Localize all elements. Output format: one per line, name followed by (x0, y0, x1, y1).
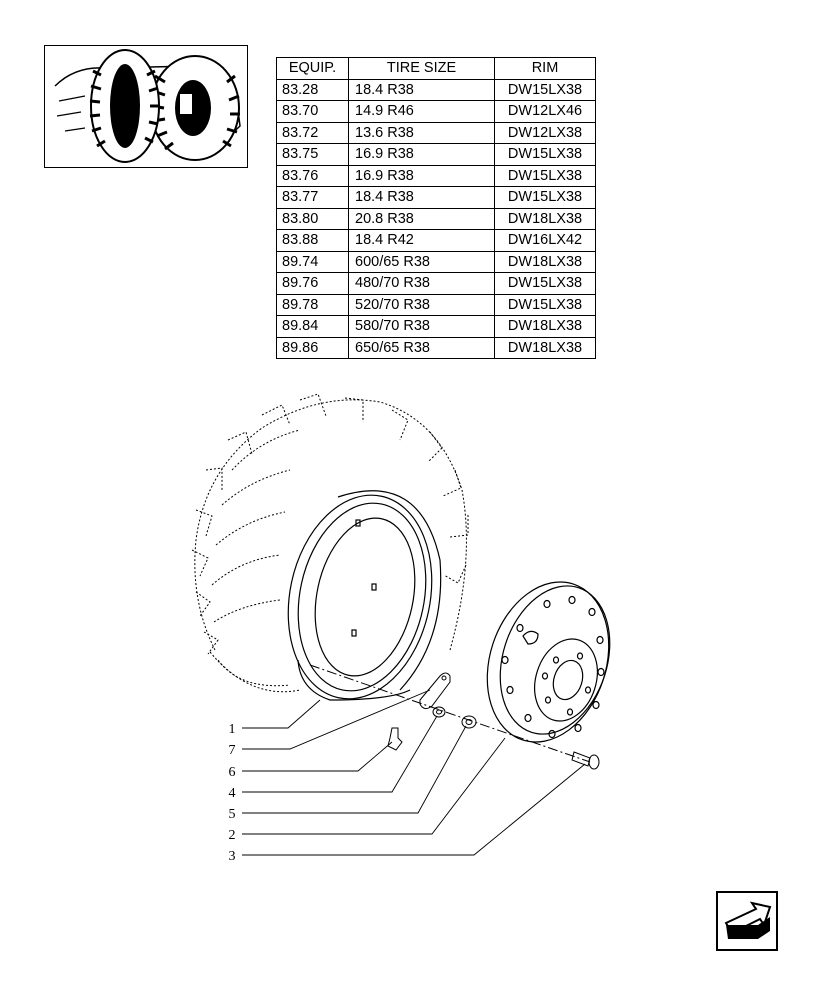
cell-rim: DW18LX38 (494, 336, 596, 359)
next-page-button[interactable] (716, 891, 778, 951)
cell-equip: 83.75 (276, 143, 349, 166)
cell-rim: DW15LX38 (494, 78, 596, 101)
header-equip: EQUIP. (276, 57, 349, 80)
cell-rim: DW18LX38 (494, 315, 596, 338)
cell-equip: 89.76 (276, 272, 349, 295)
callout-3: 3 (229, 849, 236, 864)
cell-tire: 18.4 R42 (348, 229, 495, 252)
assembly-axis (309, 664, 591, 763)
tire-outline (191, 393, 469, 693)
cell-equip: 83.80 (276, 207, 349, 230)
cell-equip: 89.84 (276, 315, 349, 338)
cell-tire: 520/70 R38 (348, 293, 495, 316)
cell-tire: 650/65 R38 (348, 336, 495, 359)
cell-rim: DW15LX38 (494, 293, 596, 316)
cell-equip: 89.78 (276, 293, 349, 316)
bolt-holes (501, 595, 605, 739)
cell-equip: 83.28 (276, 78, 349, 101)
callout-4: 4 (229, 786, 236, 801)
cell-equip: 89.86 (276, 336, 349, 359)
rim (287, 490, 442, 701)
cell-tire: 480/70 R38 (348, 272, 495, 295)
cell-equip: 83.88 (276, 229, 349, 252)
cell-rim: DW18LX38 (494, 250, 596, 273)
callout-1: 1 (229, 722, 236, 737)
table-header-row: EQUIP. TIRE SIZE RIM (276, 57, 596, 80)
cell-rim: DW15LX38 (494, 164, 596, 187)
cell-equip: 89.74 (276, 250, 349, 273)
cell-equip: 83.77 (276, 186, 349, 209)
callout-2: 2 (229, 828, 236, 843)
cell-tire: 600/65 R38 (348, 250, 495, 273)
cell-tire: 580/70 R38 (348, 315, 495, 338)
tractor-rear-wheel-icon (54, 49, 241, 163)
wheel-thumbnail (44, 45, 248, 168)
cell-rim: DW15LX38 (494, 143, 596, 166)
cell-equip: 83.72 (276, 121, 349, 144)
header-rim: RIM (494, 57, 596, 80)
clamp-bracket (419, 672, 451, 710)
valve (387, 727, 403, 751)
cell-tire: 16.9 R38 (348, 164, 495, 187)
cell-rim: DW16LX42 (494, 229, 596, 252)
wheel-exploded-diagram: 1 7 6 4 5 2 3 (191, 393, 611, 864)
callout-5: 5 (229, 807, 236, 822)
cell-tire: 20.8 R38 (348, 207, 495, 230)
cell-rim: DW18LX38 (494, 207, 596, 230)
washer (461, 715, 477, 729)
cell-rim: DW12LX38 (494, 121, 596, 144)
callout-numbers: 1 7 6 4 5 2 3 (229, 722, 236, 864)
header-tire-size: TIRE SIZE (348, 57, 495, 80)
next-page-arrow-icon (724, 901, 772, 939)
wheel-disc (486, 581, 611, 743)
cell-tire: 18.4 R38 (348, 78, 495, 101)
cell-equip: 83.76 (276, 164, 349, 187)
cell-tire: 18.4 R38 (348, 186, 495, 209)
cell-rim: DW15LX38 (494, 272, 596, 295)
callout-6: 6 (229, 765, 236, 780)
bolt (571, 751, 591, 767)
cell-equip: 83.70 (276, 100, 349, 123)
nut (432, 706, 446, 718)
cell-tire: 16.9 R38 (348, 143, 495, 166)
cell-rim: DW12LX46 (494, 100, 596, 123)
cell-tire: 13.6 R38 (348, 121, 495, 144)
cell-tire: 14.9 R46 (348, 100, 495, 123)
callout-leaders (242, 689, 586, 856)
cell-rim: DW15LX38 (494, 186, 596, 209)
callout-7: 7 (229, 743, 236, 758)
